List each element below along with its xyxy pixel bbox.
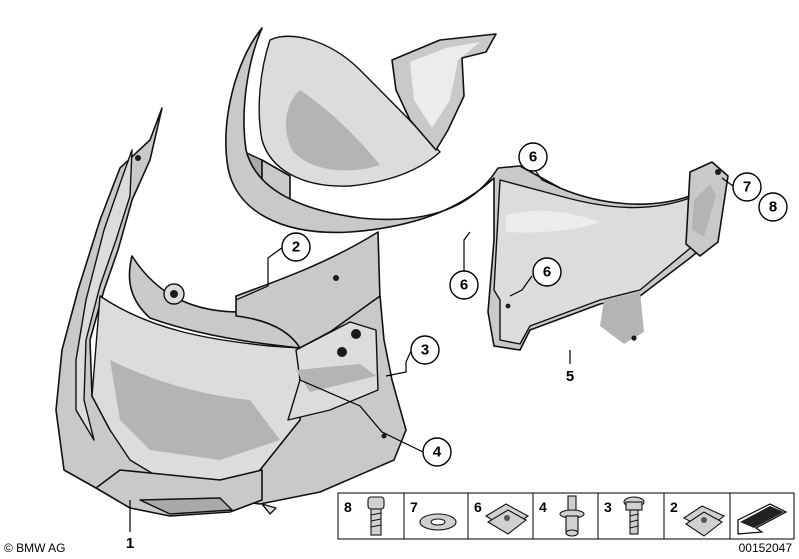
callout-7: 7 xyxy=(732,172,762,202)
callout-6-right: 6 xyxy=(532,257,562,287)
svg-text:6: 6 xyxy=(529,149,537,166)
part-number-5: 5 xyxy=(566,368,574,385)
rivet-icon xyxy=(559,495,585,537)
legend-label-4: 4 xyxy=(539,499,547,515)
copyright-text: © BMW AG xyxy=(4,541,66,555)
callout-2: 2 xyxy=(281,232,311,262)
svg-text:8: 8 xyxy=(769,199,777,216)
svg-text:6: 6 xyxy=(543,264,551,281)
legend-label-7: 7 xyxy=(410,499,418,515)
svg-text:2: 2 xyxy=(292,239,300,256)
svg-text:4: 4 xyxy=(433,444,442,461)
legend-label-3: 3 xyxy=(604,499,612,515)
leader-lines xyxy=(129,165,734,532)
legend-label-2: 2 xyxy=(670,499,678,515)
svg-text:7: 7 xyxy=(743,179,751,196)
callout-6-top: 6 xyxy=(518,142,548,172)
rear-bracket-frame xyxy=(225,27,729,351)
direction-arrow-icon xyxy=(737,503,788,535)
callout-4: 4 xyxy=(422,437,452,467)
screw-icon xyxy=(623,496,645,535)
callout-6-left: 6 xyxy=(449,270,479,300)
hardware-legend: 8 7 6 4 3 xyxy=(337,492,795,540)
part-number-1: 1 xyxy=(126,535,134,552)
clip-nut-icon xyxy=(682,505,726,537)
washer-icon xyxy=(419,513,457,531)
legend-label-6: 6 xyxy=(474,499,482,515)
front-fairing-mask xyxy=(55,107,407,517)
clip-nut-icon xyxy=(484,503,530,535)
svg-text:3: 3 xyxy=(421,342,429,359)
legend-label-8: 8 xyxy=(344,499,352,515)
callout-8: 8 xyxy=(758,192,788,222)
svg-text:6: 6 xyxy=(460,277,468,294)
diagram-id: 00152047 xyxy=(739,541,793,555)
bolt-icon xyxy=(367,496,385,536)
callout-3: 3 xyxy=(410,335,440,365)
